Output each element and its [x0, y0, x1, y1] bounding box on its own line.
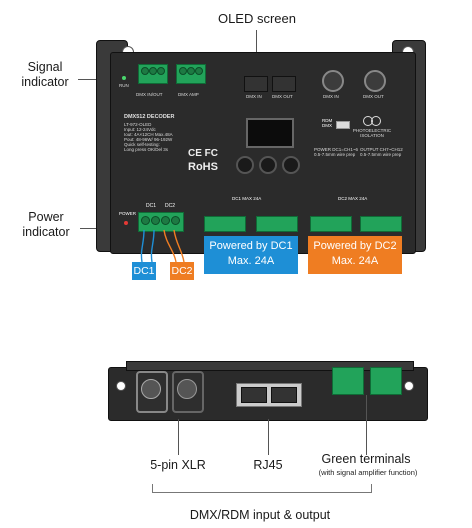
powered-by-dc2-banner: Powered by DC2 Max. 24A: [308, 236, 402, 274]
ch4-6-terminal[interactable]: [256, 216, 298, 232]
terminal-screw: [149, 67, 157, 75]
ok-button[interactable]: [259, 156, 277, 174]
spec-line: Quick self-testing:: [124, 142, 160, 147]
run-label: RUN: [119, 83, 129, 88]
power-label: POWER: [119, 211, 137, 216]
xlr-male-connector[interactable]: [172, 371, 204, 413]
rj45-port-2[interactable]: [271, 387, 297, 403]
spec-line: Long press OK/Del 3s: [124, 147, 169, 152]
photoelectric-label: PHOTOELECTRIC ISOLATION: [352, 128, 392, 138]
terminal-screw: [157, 67, 165, 75]
spec-line: Input: 12-24Vdc: [124, 127, 156, 132]
green-terminal-2[interactable]: [370, 367, 402, 395]
dc2-device-label: DC2: [165, 203, 176, 209]
mount-hole: [116, 381, 126, 391]
rj45-label: RJ45: [253, 458, 283, 472]
dmx-amp-label: DMX AMP: [178, 92, 199, 97]
dmx-in-out-label: DMX IN/OUT: [136, 92, 163, 97]
powered-by-dc1-banner: Powered by DC1 Max. 24A: [204, 236, 298, 274]
mount-hole: [404, 381, 414, 391]
rj45-dmx-out-port[interactable]: [272, 76, 296, 92]
spec-line: Iout: 4A×12CH Max.48A: [124, 132, 173, 137]
terminal-screw: [171, 216, 180, 225]
signal-indicator-callout: Signal indicator: [21, 60, 69, 89]
spec-line: LT-972-OLED: [124, 122, 152, 127]
terminal-screw: [195, 67, 203, 75]
bottom-device: 5-pin XLR RJ45 Green terminals (with sig…: [0, 355, 472, 528]
output-info-label: OUTPUT CH7~CH12 0.5-7.5mm wire prep: [360, 147, 403, 157]
green-terminal-1[interactable]: [332, 367, 364, 395]
dc2-max-label: DC2 MAX 24A: [338, 196, 368, 201]
xlr-female-connector[interactable]: [136, 371, 168, 413]
rj45-callout-line: [268, 419, 269, 455]
dmx-out-small-label: DMX OUT: [272, 94, 293, 99]
photoelectric-isolation-icon: [362, 114, 382, 126]
rdm-dmx-switch[interactable]: [336, 121, 350, 129]
footer-bracket: [152, 484, 372, 493]
spec-block: DMX512 DECODER LT-972-OLED Input: 12-24V…: [124, 114, 234, 152]
xlr-dmx-in-port[interactable]: [322, 70, 344, 92]
rdm-dmx-label: RDM DMX: [322, 118, 333, 128]
top-device: OLED screen Signal indicator Power indic…: [21, 11, 426, 280]
dc-wires: [140, 229, 185, 263]
rj45-port-1[interactable]: [241, 387, 267, 403]
terminal-screw: [141, 216, 150, 225]
green-callout-line: [366, 395, 367, 455]
power-indicator-led: [124, 221, 128, 225]
signal-indicator-led: [122, 76, 126, 80]
green-terminals-sublabel: (with signal amplifier function): [318, 468, 418, 477]
terminal-screw: [179, 67, 187, 75]
dc1-tag: DC1: [132, 262, 156, 280]
oled-display: [246, 118, 294, 148]
xlr-dmx-out-label: DMX OUT: [363, 94, 384, 99]
rj45-dmx-in-port[interactable]: [244, 76, 268, 92]
menu-button[interactable]: [236, 156, 254, 174]
terminal-screw: [161, 216, 170, 225]
dc1-device-label: DC1: [146, 203, 157, 209]
terminal-screw: [141, 67, 149, 75]
ch1-3-terminal[interactable]: [204, 216, 246, 232]
oled-screen-callout: OLED screen: [217, 11, 297, 26]
back-button[interactable]: [282, 156, 300, 174]
terminal-screw: [151, 216, 160, 225]
xlr-socket: [177, 379, 197, 399]
xlr-socket: [141, 379, 161, 399]
green-terminals-label: Green terminals: [321, 452, 411, 466]
ce-mark: CE FC: [188, 148, 218, 159]
xlr-label: 5-pin XLR: [150, 458, 206, 472]
terminal-screw: [187, 67, 195, 75]
spec-line: Pout: 48-96W/ 96-192W: [124, 137, 173, 142]
spec-line: DMX512 DECODER: [124, 114, 175, 120]
footer-label: DMX/RDM input & output: [189, 508, 331, 522]
dc1-max-label: DC1 MAX 24A: [232, 196, 262, 201]
dmx-in-small-label: DMX IN: [246, 94, 262, 99]
bottom-top-rail: [126, 361, 414, 371]
ch10-12-terminal[interactable]: [360, 216, 402, 232]
xlr-callout-line: [178, 419, 179, 455]
rohs-mark: RoHS: [188, 161, 218, 173]
xlr-dmx-out-port[interactable]: [364, 70, 386, 92]
power-info-label: POWER DC1=CH1~6 0.5-7.5mm wire prep: [314, 147, 359, 157]
dc2-tag: DC2: [170, 262, 194, 280]
power-indicator-callout: Power indicator: [22, 210, 70, 239]
xlr-dmx-in-label: DMX IN: [323, 94, 339, 99]
ch7-9-terminal[interactable]: [310, 216, 352, 232]
